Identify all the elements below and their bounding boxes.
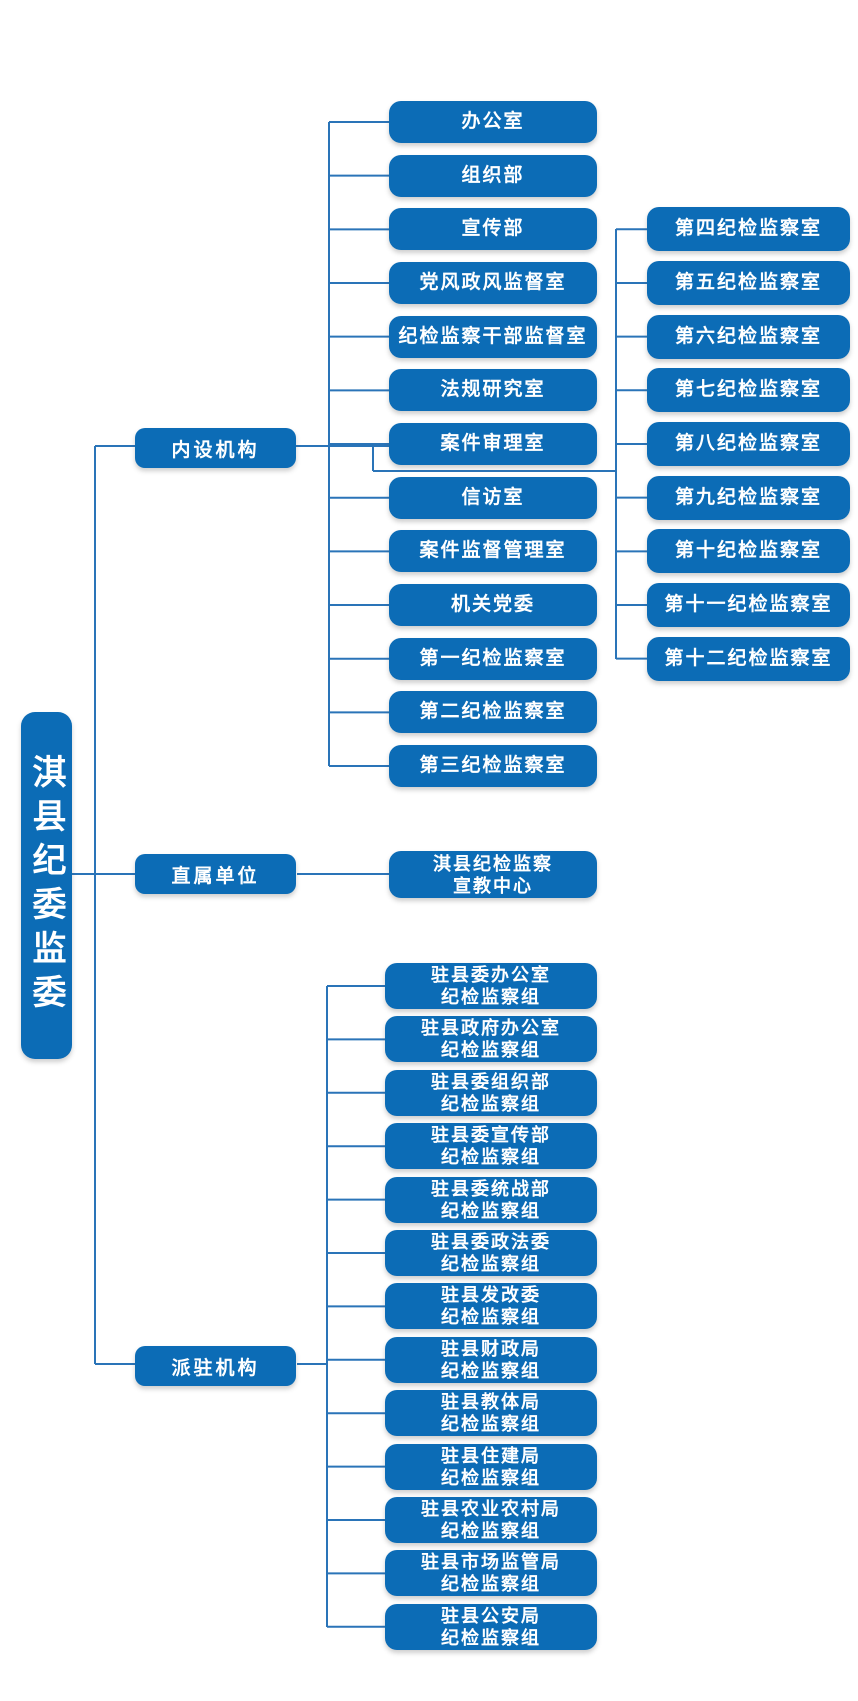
org-node-label: 纪检监察组 xyxy=(441,1468,541,1488)
org-node-label: 驻县发改委 xyxy=(441,1285,541,1305)
org-node-label: 纪检监察组 xyxy=(441,1147,541,1167)
org-node-label: 第七纪检监察室 xyxy=(674,379,822,400)
org-node-label: 第十二纪检监察室 xyxy=(664,648,833,669)
org-node-label: 第九纪检监察室 xyxy=(674,487,822,508)
org-node-dispatched-group: 驻县政府办公室纪检监察组 xyxy=(385,1016,597,1062)
org-node-dispatched-group: 驻县委统战部纪检监察组 xyxy=(385,1177,597,1223)
org-node-label: 宣教中心 xyxy=(453,875,533,896)
org-node-label: 宣传部 xyxy=(461,218,525,239)
org-node-label: 机关党委 xyxy=(450,594,535,615)
org-node-label: 驻县委组织部 xyxy=(431,1072,551,1092)
org-node-label: 第八纪检监察室 xyxy=(674,433,822,454)
org-node-label: 案件监督管理室 xyxy=(419,540,567,561)
org-node-label: 淇县纪检监察 xyxy=(433,853,553,874)
org-node-label: 驻县公安局 xyxy=(441,1606,541,1626)
org-node-dispatched-group: 驻县教体局纪检监察组 xyxy=(385,1390,597,1436)
org-node-label: 驻县委宣传部 xyxy=(431,1125,551,1145)
org-node-dispatched-group: 驻县市场监管局纪检监察组 xyxy=(385,1550,597,1596)
org-node-internal-organ: 第三纪检监察室 xyxy=(389,745,597,787)
org-node-label: 驻县农业农村局 xyxy=(421,1499,561,1519)
org-node-label: 纪检监察组 xyxy=(441,987,541,1007)
org-node-internal-organ: 组织部 xyxy=(389,155,597,197)
org-node-internal-organ: 机关党委 xyxy=(389,584,597,626)
org-node-label: 纪检监察组 xyxy=(441,1361,541,1381)
org-node-label: 第六纪检监察室 xyxy=(674,326,822,347)
org-node-discipline-inspection-office: 第六纪检监察室 xyxy=(647,315,850,359)
org-node-dispatched-group: 驻县农业农村局纪检监察组 xyxy=(385,1497,597,1543)
org-node-label: 驻县委办公室 xyxy=(431,965,551,985)
org-node-discipline-inspection-office: 第五纪检监察室 xyxy=(647,261,850,305)
org-node-internal-organ: 第一纪检监察室 xyxy=(389,638,597,680)
org-node-affiliated-unit: 淇县纪检监察宣教中心 xyxy=(389,851,597,898)
org-node-label: 纪检监察干部监督室 xyxy=(398,326,588,347)
org-node-discipline-inspection-office: 第八纪检监察室 xyxy=(647,422,850,466)
org-node-dispatched-group: 驻县委组织部纪检监察组 xyxy=(385,1070,597,1116)
org-node-internal-organ: 办公室 xyxy=(389,101,597,143)
org-root-node: 淇县纪委监委 xyxy=(21,712,72,1059)
branch-dispatched-agencies: 派驻机构 xyxy=(135,1346,296,1386)
org-node-dispatched-group: 驻县财政局纪检监察组 xyxy=(385,1337,597,1383)
org-node-discipline-inspection-office: 第十纪检监察室 xyxy=(647,529,850,573)
org-node-internal-organ: 第二纪检监察室 xyxy=(389,691,597,733)
org-node-label: 第五纪检监察室 xyxy=(674,272,822,293)
org-node-label: 第四纪检监察室 xyxy=(674,218,822,239)
org-node-internal-organ: 纪检监察干部监督室 xyxy=(389,316,597,358)
org-node-label: 驻县财政局 xyxy=(441,1339,541,1359)
org-node-dispatched-group: 驻县住建局纪检监察组 xyxy=(385,1444,597,1490)
org-node-dispatched-group: 驻县委宣传部纪检监察组 xyxy=(385,1123,597,1169)
org-node-discipline-inspection-office: 第四纪检监察室 xyxy=(647,207,850,251)
org-node-label: 第十纪检监察室 xyxy=(674,540,822,561)
org-node-dispatched-group: 驻县委办公室纪检监察组 xyxy=(385,963,597,1009)
org-node-label: 驻县委统战部 xyxy=(431,1179,551,1199)
org-node-label: 纪检监察组 xyxy=(441,1094,541,1114)
org-node-discipline-inspection-office: 第十一纪检监察室 xyxy=(647,583,850,627)
org-node-label: 案件审理室 xyxy=(440,433,546,454)
org-node-label: 驻县政府办公室 xyxy=(421,1018,561,1038)
org-node-discipline-inspection-office: 第九纪检监察室 xyxy=(647,476,850,520)
org-node-label: 纪检监察组 xyxy=(441,1521,541,1541)
org-node-label: 纪检监察组 xyxy=(441,1040,541,1060)
org-node-label: 纪检监察组 xyxy=(441,1414,541,1434)
org-node-discipline-inspection-office: 第七纪检监察室 xyxy=(647,368,850,412)
org-node-internal-organ: 案件审理室 xyxy=(389,423,597,465)
org-node-label: 驻县市场监管局 xyxy=(421,1552,561,1572)
org-node-dispatched-group: 驻县委政法委纪检监察组 xyxy=(385,1230,597,1276)
org-node-label: 纪检监察组 xyxy=(441,1201,541,1221)
org-node-internal-organ: 党风政风监督室 xyxy=(389,262,597,304)
org-node-label: 纪检监察组 xyxy=(441,1254,541,1274)
org-node-label: 第二纪检监察室 xyxy=(419,701,567,722)
branch-directly-affiliated-units: 直属单位 xyxy=(135,854,296,894)
org-node-label: 纪检监察组 xyxy=(441,1307,541,1327)
org-node-label: 驻县教体局 xyxy=(441,1392,541,1412)
org-node-label: 纪检监察组 xyxy=(441,1628,541,1648)
org-node-internal-organ: 信访室 xyxy=(389,477,597,519)
org-node-discipline-inspection-office: 第十二纪检监察室 xyxy=(647,637,850,681)
org-node-internal-organ: 案件监督管理室 xyxy=(389,530,597,572)
org-node-label: 办公室 xyxy=(461,111,525,132)
org-node-label: 驻县委政法委 xyxy=(431,1232,551,1252)
org-node-label: 法规研究室 xyxy=(440,379,546,400)
org-node-internal-organ: 法规研究室 xyxy=(389,369,597,411)
org-node-label: 组织部 xyxy=(461,165,525,186)
org-node-label: 第十一纪检监察室 xyxy=(664,594,833,615)
org-node-dispatched-group: 驻县发改委纪检监察组 xyxy=(385,1283,597,1329)
org-node-label: 第一纪检监察室 xyxy=(419,648,567,669)
org-node-label: 党风政风监督室 xyxy=(419,272,567,293)
org-node-internal-organ: 宣传部 xyxy=(389,208,597,250)
org-node-dispatched-group: 驻县公安局纪检监察组 xyxy=(385,1604,597,1650)
org-node-label: 信访室 xyxy=(461,487,525,508)
org-node-label: 驻县住建局 xyxy=(441,1446,541,1466)
org-node-label: 纪检监察组 xyxy=(441,1574,541,1594)
org-node-label: 第三纪检监察室 xyxy=(419,755,567,776)
branch-internal-organs: 内设机构 xyxy=(135,428,296,468)
